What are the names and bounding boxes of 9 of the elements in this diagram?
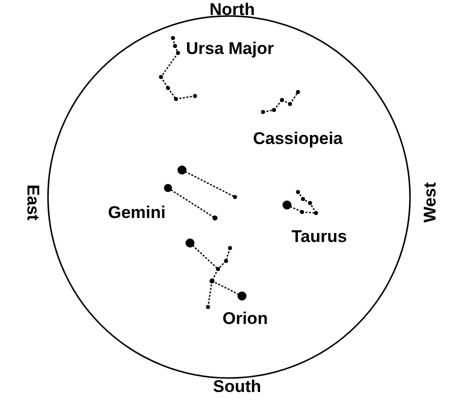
constellation-label: Taurus [292,228,347,244]
constellation-label: Cassiopeia [253,130,343,146]
direction-label: West [422,182,439,222]
direction-label: North [210,0,255,18]
constellation-label: Ursa Major [186,40,274,56]
direction-label: South [213,378,262,394]
constellation-label: Gemini [108,204,166,220]
constellation-label: Orion [222,310,268,326]
direction-label: East [24,184,42,220]
